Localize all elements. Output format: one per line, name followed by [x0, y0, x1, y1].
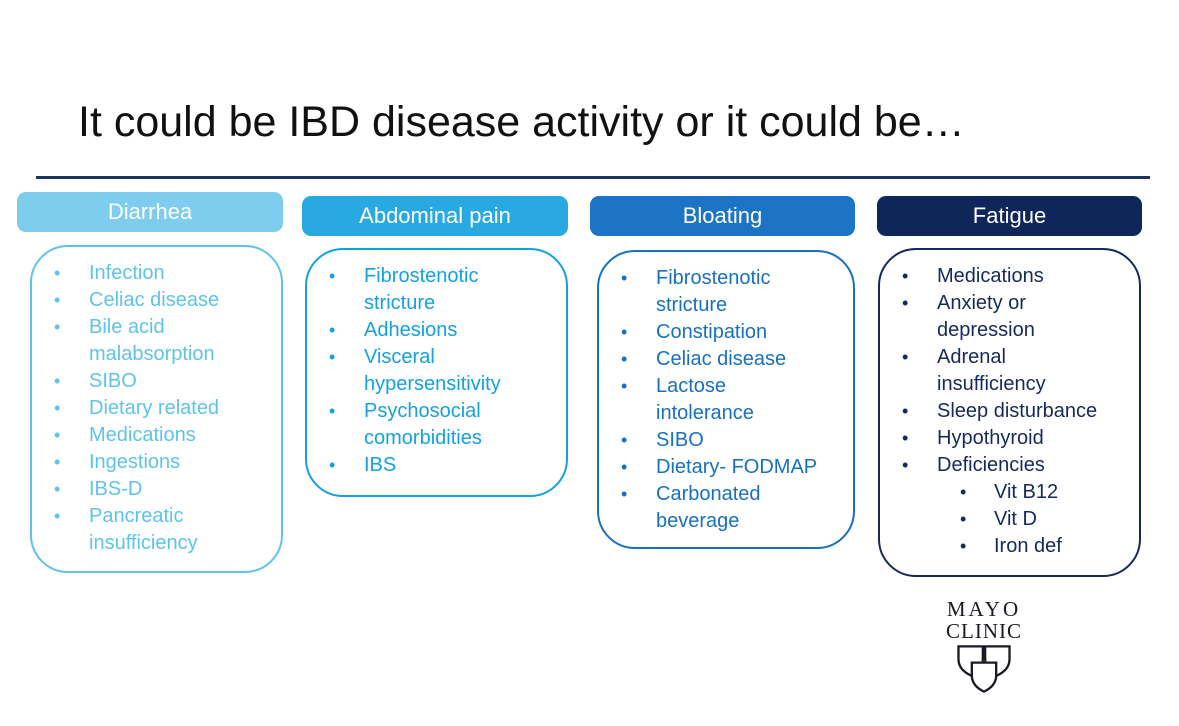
- list-item: Adrenal insufficiency: [880, 344, 1131, 398]
- list-item: Constipation: [599, 319, 845, 346]
- column-fatigue: FatigueMedicationsAnxiety or depressionA…: [877, 196, 1142, 577]
- list-item: IBS: [307, 452, 558, 479]
- column-abdominal-pain: Abdominal painFibrostenotic strictureAdh…: [302, 196, 568, 497]
- list-item: Fibrostenotic stricture: [599, 265, 845, 319]
- list-item: Pancreatic insufficiency: [32, 503, 273, 557]
- list-item: SIBO: [599, 427, 845, 454]
- list-item: Deficiencies: [880, 452, 1131, 479]
- list-item: Anxiety or depression: [880, 290, 1131, 344]
- column-box-diarrhea: InfectionCeliac diseaseBile acid malabso…: [30, 245, 283, 573]
- column-header-abdominal-pain: Abdominal pain: [302, 196, 568, 236]
- column-header-diarrhea: Diarrhea: [17, 192, 283, 232]
- list-item: Carbonated beverage: [599, 481, 845, 535]
- mayo-shield-icon: [928, 645, 1040, 698]
- list-item: Ingestions: [32, 449, 273, 476]
- list-item: Hypothyroid: [880, 425, 1131, 452]
- symptom-list-bloating: Fibrostenotic strictureConstipationCelia…: [599, 265, 845, 535]
- list-item: Medications: [32, 422, 273, 449]
- symptom-list-diarrhea: InfectionCeliac diseaseBile acid malabso…: [32, 260, 273, 557]
- list-item: Adhesions: [307, 317, 558, 344]
- list-item: Infection: [32, 260, 273, 287]
- symptom-list-fatigue: MedicationsAnxiety or depressionAdrenal …: [880, 263, 1131, 560]
- list-item: Dietary- FODMAP: [599, 454, 845, 481]
- list-item: Celiac disease: [32, 287, 273, 314]
- column-bloating: BloatingFibrostenotic strictureConstipat…: [590, 196, 855, 549]
- list-item: Medications: [880, 263, 1131, 290]
- mayo-clinic-logo: MAYO CLINIC: [928, 598, 1040, 698]
- slide-title: It could be IBD disease activity or it c…: [78, 98, 965, 146]
- list-item: Fibrostenotic stricture: [307, 263, 558, 317]
- list-item: Lactose intolerance: [599, 373, 845, 427]
- list-item: Visceral hypersensitivity: [307, 344, 558, 398]
- logo-text-clinic: CLINIC: [946, 619, 1022, 643]
- symptom-list-abdominal-pain: Fibrostenotic strictureAdhesionsVisceral…: [307, 263, 558, 479]
- list-item: Celiac disease: [599, 346, 845, 373]
- list-item: Sleep disturbance: [880, 398, 1131, 425]
- column-box-fatigue: MedicationsAnxiety or depressionAdrenal …: [878, 248, 1141, 577]
- column-diarrhea: DiarrheaInfectionCeliac diseaseBile acid…: [17, 192, 283, 573]
- list-item: IBS-D: [32, 476, 273, 503]
- list-item: Psychosocial comorbidities: [307, 398, 558, 452]
- list-item: SIBO: [32, 368, 273, 395]
- title-divider: [36, 176, 1150, 179]
- column-box-bloating: Fibrostenotic strictureConstipationCelia…: [597, 250, 855, 549]
- list-item: Dietary related: [32, 395, 273, 422]
- column-box-abdominal-pain: Fibrostenotic strictureAdhesionsVisceral…: [305, 248, 568, 497]
- sub-list-item: Iron def: [880, 533, 1131, 560]
- list-item: Bile acid malabsorption: [32, 314, 273, 368]
- logo-text-mayo: MAYO: [946, 597, 1022, 621]
- sub-list-item: Vit B12: [880, 479, 1131, 506]
- column-header-fatigue: Fatigue: [877, 196, 1142, 236]
- sub-list-item: Vit D: [880, 506, 1131, 533]
- column-header-bloating: Bloating: [590, 196, 855, 236]
